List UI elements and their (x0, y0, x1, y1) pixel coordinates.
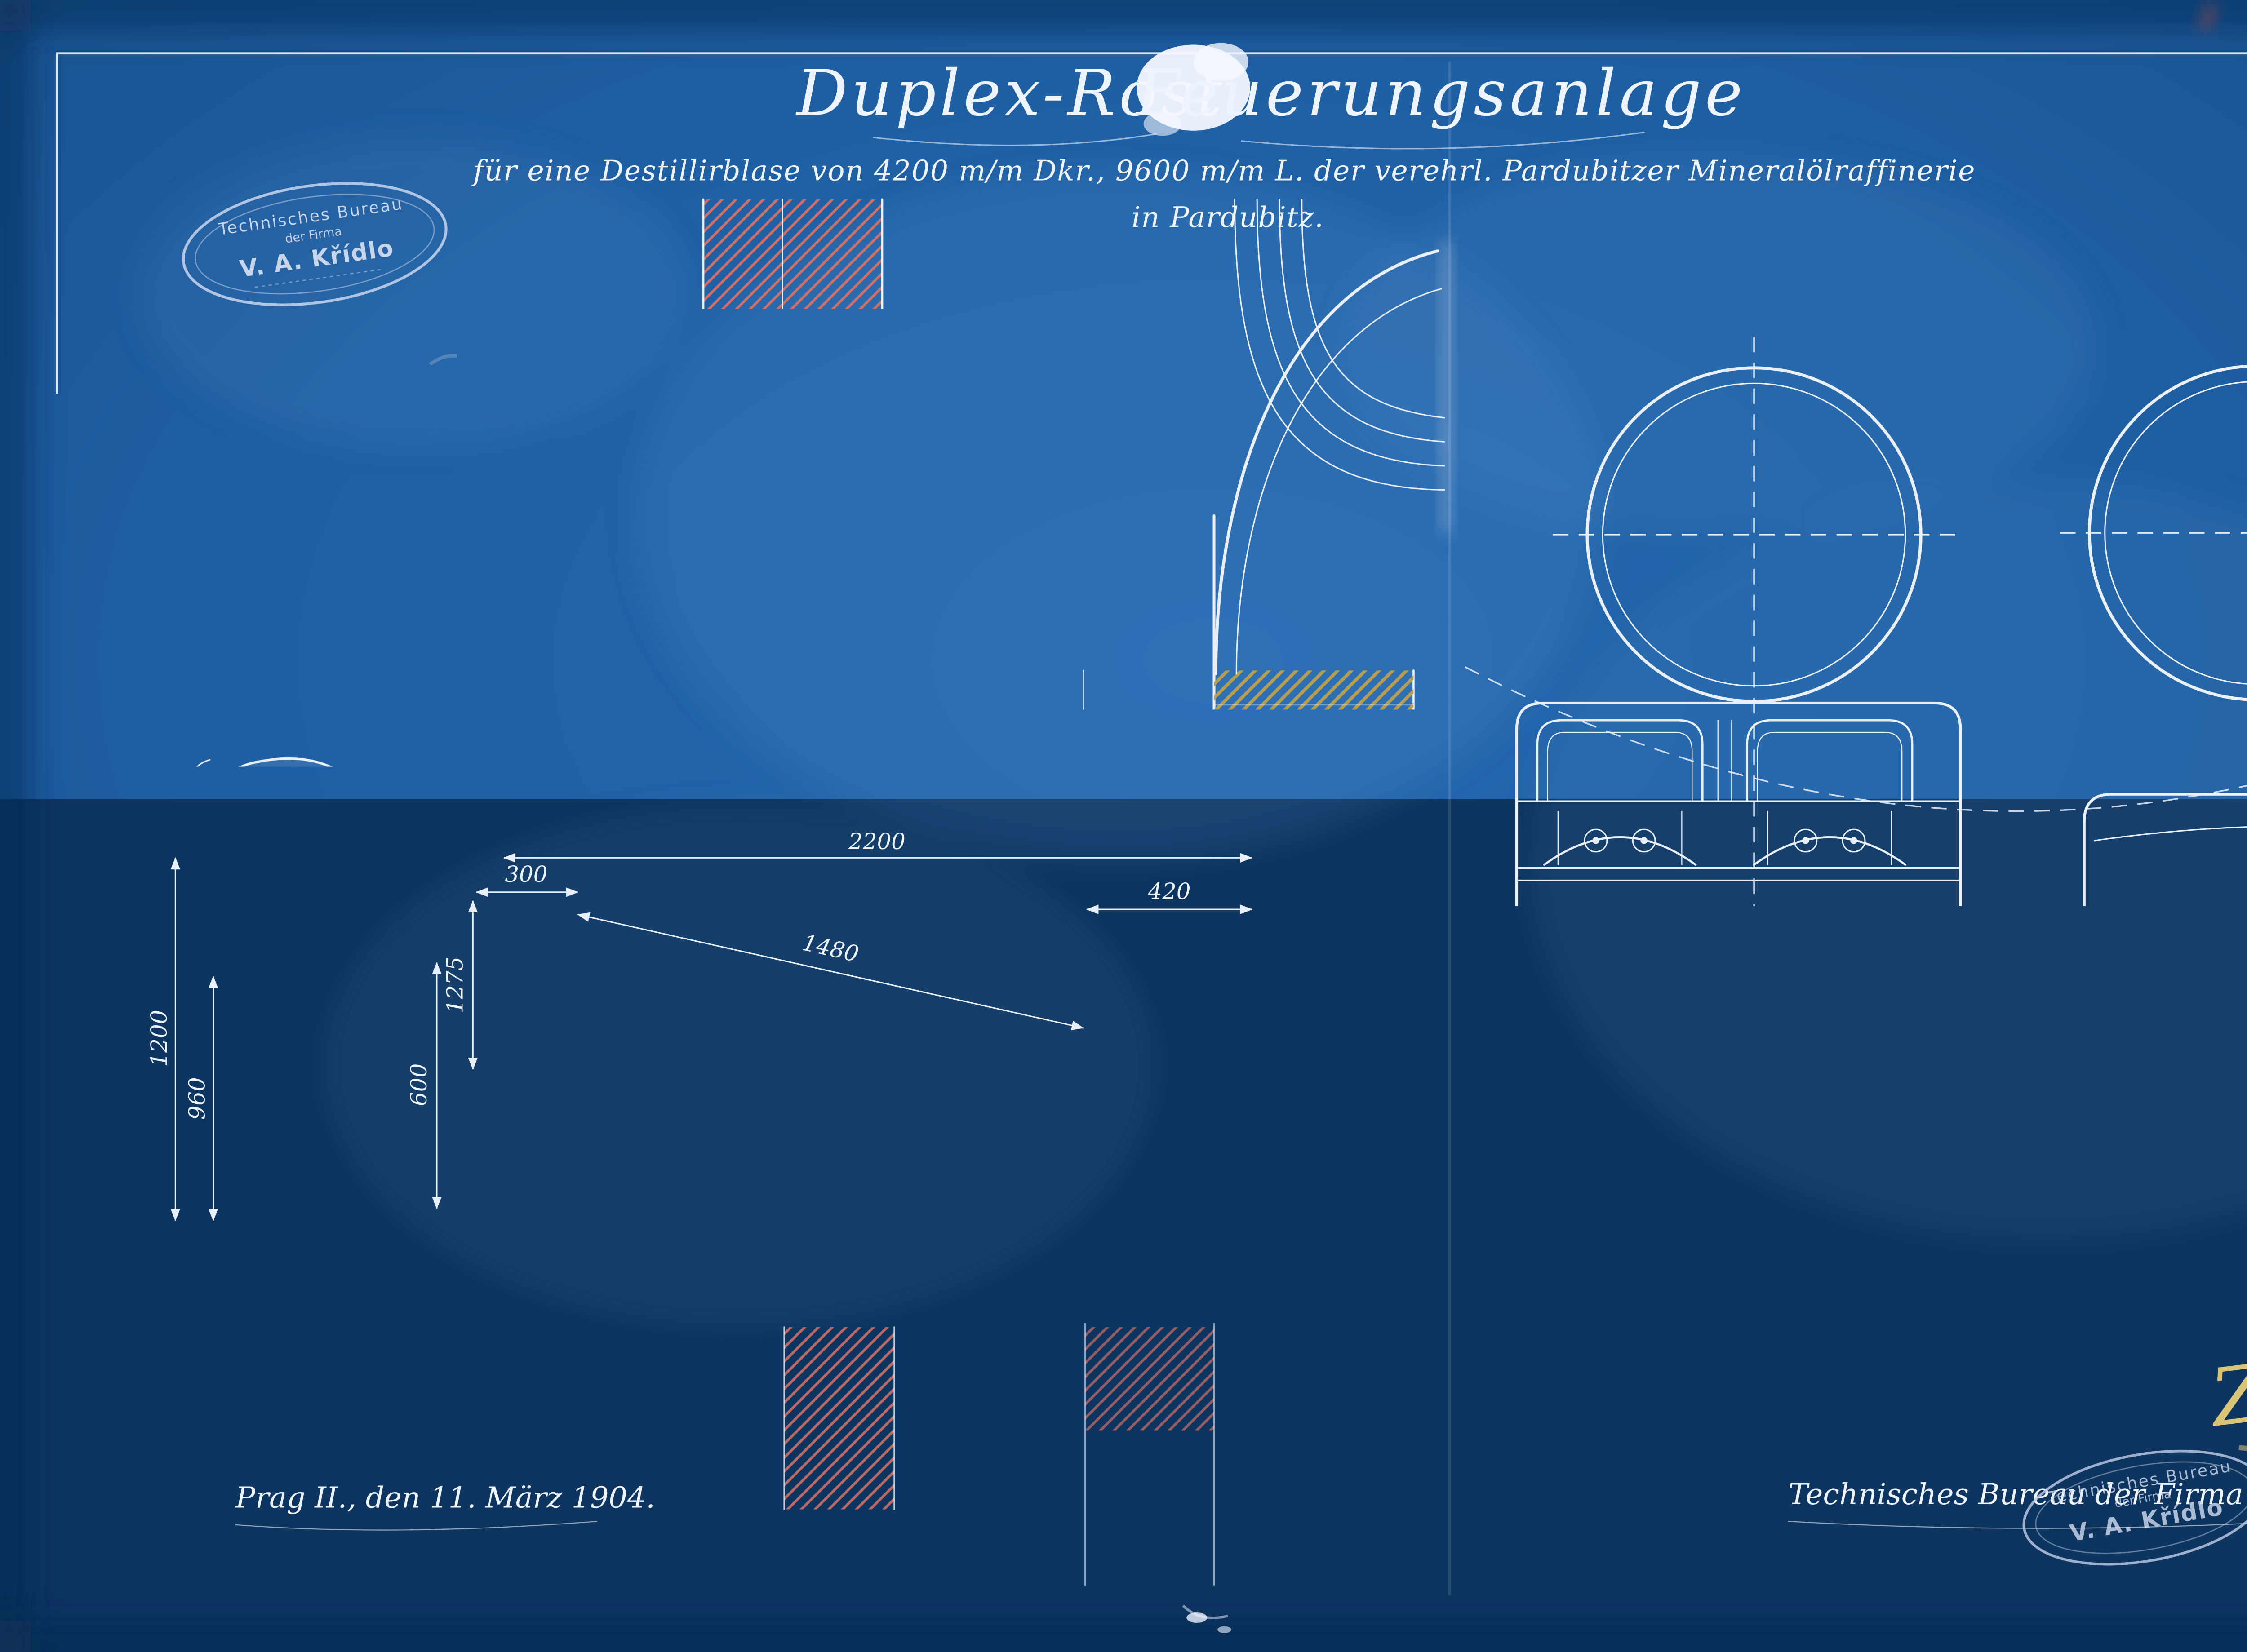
dim-front-width: 1200 (1710, 918, 1767, 944)
dim-overall-span: 2200 (848, 828, 906, 855)
dim-door-a: 350 (1634, 1064, 1677, 1090)
dim-height-c: 960 (184, 1077, 210, 1120)
dim-height-d: 600 (406, 1063, 432, 1106)
dim-door-b: 360 (1736, 1102, 1779, 1128)
page-title-part2: Feuerungsanlage (1135, 57, 1746, 130)
date-note: Prag II., den 11. März 1904. (235, 1481, 655, 1515)
dim-gap: 450 (2001, 918, 2044, 944)
dim-door-height: 450 (284, 1098, 328, 1125)
dim-height-a: 1275 (442, 957, 468, 1014)
subtitle-line1: für eine Destillirblase von 4200 m/m Dkr… (471, 154, 1976, 187)
dim-height-b: 1200 (146, 1010, 172, 1067)
subtitle-line2: in Pardubitz. (1132, 200, 1324, 234)
dim-right-offset: 420 (1148, 878, 1191, 904)
dim-left-offset: 300 (505, 861, 547, 887)
